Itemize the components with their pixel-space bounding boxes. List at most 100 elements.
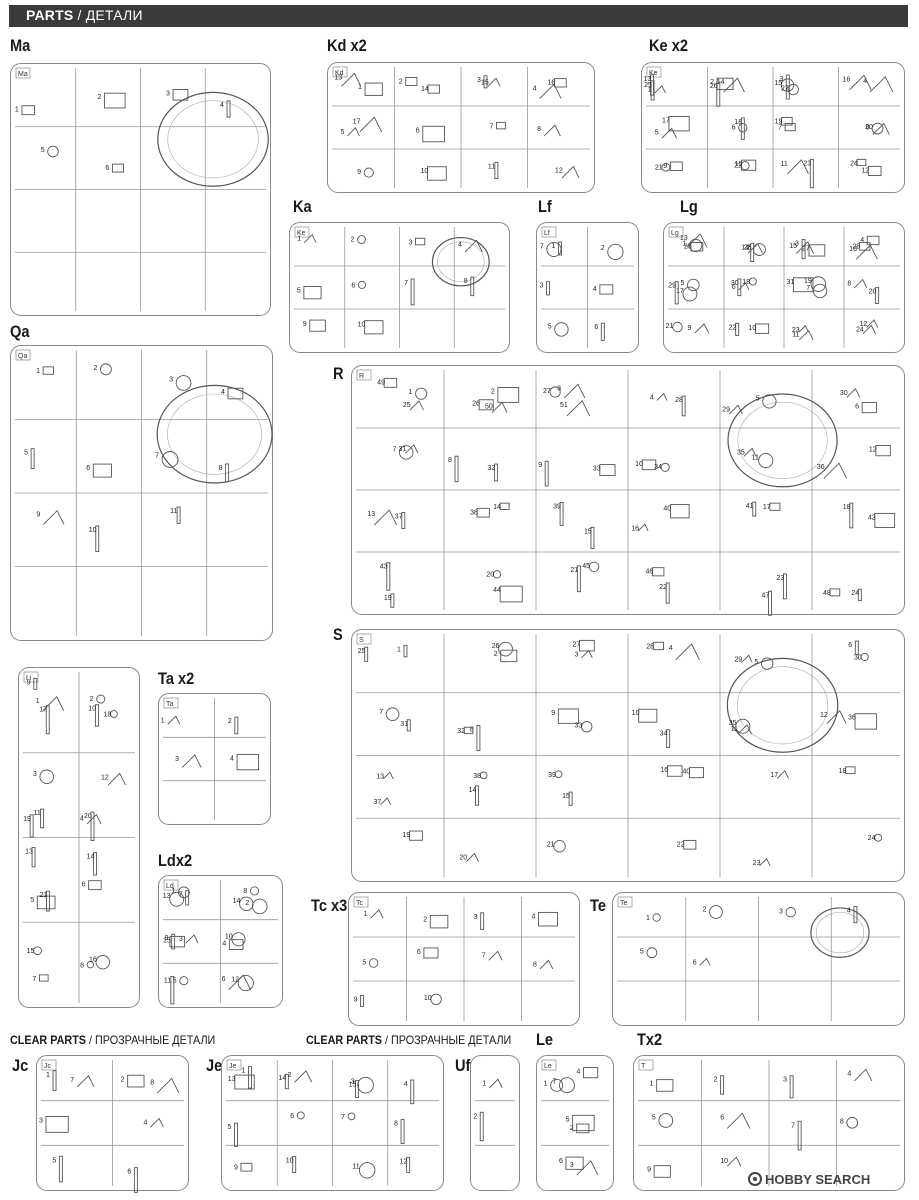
sprue-part: [454, 455, 459, 483]
part-number: 5: [655, 129, 659, 136]
part-number: 7: [379, 709, 383, 716]
sprue-part: [661, 162, 671, 172]
sprue-part: [95, 954, 110, 970]
sprue-part: [665, 582, 670, 604]
sprue-part: [568, 791, 573, 806]
sprue-part: [565, 1156, 584, 1170]
sprue-part: [578, 639, 595, 652]
part-number: 17: [763, 504, 771, 511]
sprue-part: [464, 239, 483, 253]
sprue-part: [30, 448, 35, 469]
clear-parts-main: CLEAR PARTS: [10, 1033, 87, 1047]
sprue-part: [406, 1156, 411, 1173]
part-number: 3: [779, 908, 783, 915]
part-number: 5: [30, 897, 34, 904]
part-number: 15: [774, 80, 782, 87]
sprue-part: [429, 914, 449, 929]
part-number: 23: [803, 160, 811, 167]
sprue-part: [385, 707, 400, 722]
sprue-part: [658, 1113, 674, 1128]
part-number: 8: [464, 278, 468, 285]
sprue-tag: Le: [541, 1059, 557, 1071]
part-number: 17: [662, 117, 670, 124]
sprue-part: [231, 932, 246, 947]
part-number: 8: [150, 1079, 154, 1086]
part-number: 17: [676, 288, 684, 295]
svg-text:Kd: Kd: [335, 70, 344, 77]
sprue-part: [846, 1116, 859, 1129]
part-number: 8: [866, 125, 870, 132]
part-number: 24: [850, 160, 858, 167]
sprue-part: [737, 278, 742, 297]
sprue-tag: R: [356, 369, 372, 381]
clear-parts-russian: ПРОЗРАЧНЫЕ ДЕТАЛИ: [391, 1033, 512, 1047]
part-number: 6: [720, 1114, 724, 1121]
part-number: 1: [482, 1080, 486, 1087]
title-russian: ДЕТАЛИ: [85, 7, 143, 23]
part-number: 4: [220, 102, 224, 109]
page-title: PARTS / ДЕТАЛИ: [26, 7, 143, 23]
svg-text:Lf: Lf: [544, 230, 550, 237]
svg-text:Lg: Lg: [671, 230, 679, 237]
part-number: 3: [795, 241, 799, 248]
sprue-part: [869, 76, 894, 93]
sprue-part: [600, 322, 605, 341]
part-number: 3: [409, 239, 413, 246]
sprue-part: [669, 161, 683, 171]
part-number: 14: [278, 1075, 286, 1082]
sprue-part: [861, 401, 877, 414]
part-number: 11: [752, 454, 759, 461]
sprue-part: [654, 85, 666, 94]
part-number: 2: [494, 651, 498, 658]
part-number: 27: [802, 246, 810, 253]
sprue-part: [357, 235, 366, 244]
part-number: 4: [593, 286, 597, 293]
part-number: 23: [753, 860, 761, 867]
sprue-tag: Li: [23, 671, 39, 683]
part-number: 1: [397, 646, 401, 653]
sprue-part: [576, 1160, 599, 1176]
sprue-part: [248, 1066, 252, 1089]
sprue-part: [829, 588, 841, 597]
part-number: 4: [533, 85, 537, 92]
part-number: 21: [39, 892, 47, 899]
part-number: 10: [735, 161, 743, 168]
part-number: 3: [477, 77, 481, 84]
sprue-part: [853, 278, 868, 289]
part-number: 29: [668, 283, 676, 290]
sprue-part: [497, 387, 520, 403]
part-number: 37: [395, 513, 403, 520]
part-number: 50: [485, 404, 493, 411]
part-number: 31: [786, 279, 794, 286]
part-number: 1: [409, 389, 413, 396]
sprue-part: [826, 710, 847, 724]
part-number: 4: [650, 395, 654, 402]
part-number: 2: [491, 389, 495, 396]
part-number: 3: [175, 756, 179, 763]
sprue-part: [687, 278, 700, 292]
part-number: 15: [349, 1082, 357, 1089]
part-number: 16: [660, 767, 668, 774]
part-number: 21: [570, 567, 578, 574]
sprue-part: [638, 708, 658, 723]
sprue-part: [581, 721, 593, 733]
part-number: 12: [860, 321, 868, 328]
sprue-part: [553, 840, 566, 853]
part-number: 6: [127, 1169, 131, 1176]
sprue-part: [583, 1067, 599, 1079]
sprue-part: [33, 946, 42, 956]
sprue-part: [399, 445, 414, 460]
part-number: 30: [731, 280, 739, 287]
sprue-part: [92, 463, 112, 478]
sprue-part: [656, 1079, 674, 1092]
part-number: 4: [669, 645, 673, 652]
sprue-part: [741, 159, 757, 171]
sprue-part: [466, 852, 479, 862]
